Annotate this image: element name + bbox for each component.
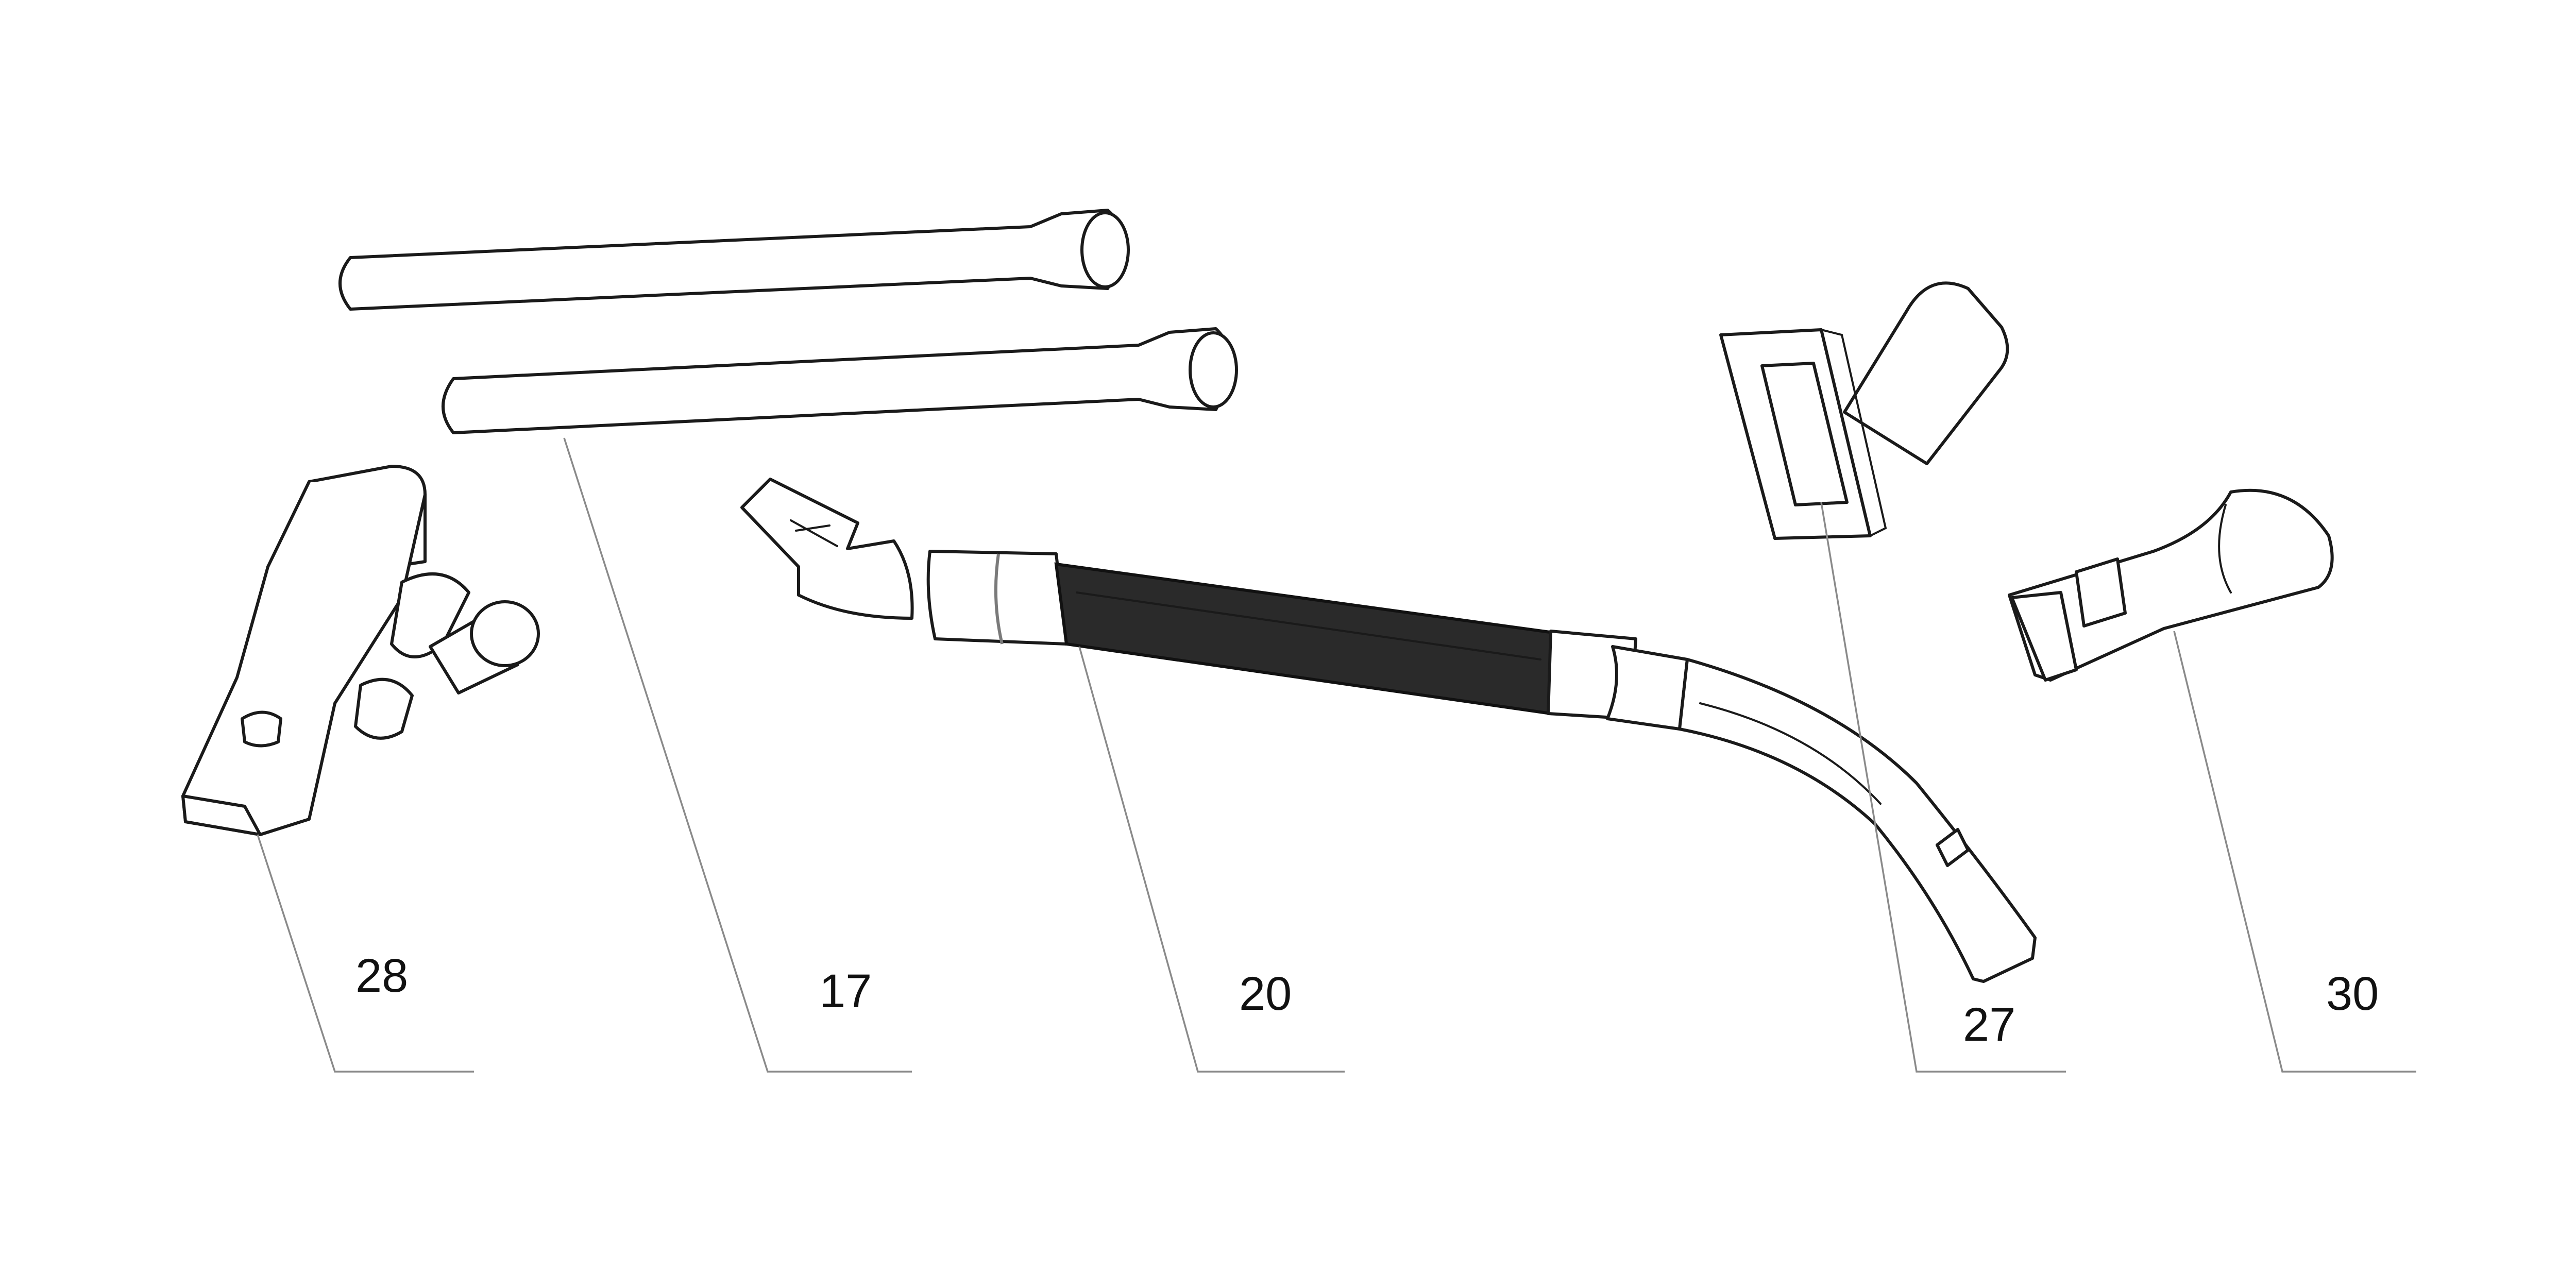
leader-line-20: [1078, 646, 1345, 1073]
part-number-28: 28: [355, 950, 408, 1002]
leader-line-27: [1820, 502, 2066, 1073]
wand-tube-upper: [338, 209, 1130, 311]
part-number-20: 20: [1239, 968, 1292, 1020]
leader-line-30: [2173, 631, 2416, 1073]
upholstery-nozzle: [1719, 281, 2009, 540]
floor-nozzle: [181, 465, 540, 836]
suction-hose: [740, 478, 2037, 983]
crevice-nozzle: [2008, 488, 2334, 682]
leader-line-28: [257, 834, 474, 1073]
part-number-30: 30: [2326, 968, 2379, 1020]
part-number-27: 27: [1963, 998, 2015, 1051]
part-number-17: 17: [819, 965, 872, 1018]
leader-line-17: [563, 437, 912, 1073]
wand-tube-lower: [442, 327, 1238, 434]
